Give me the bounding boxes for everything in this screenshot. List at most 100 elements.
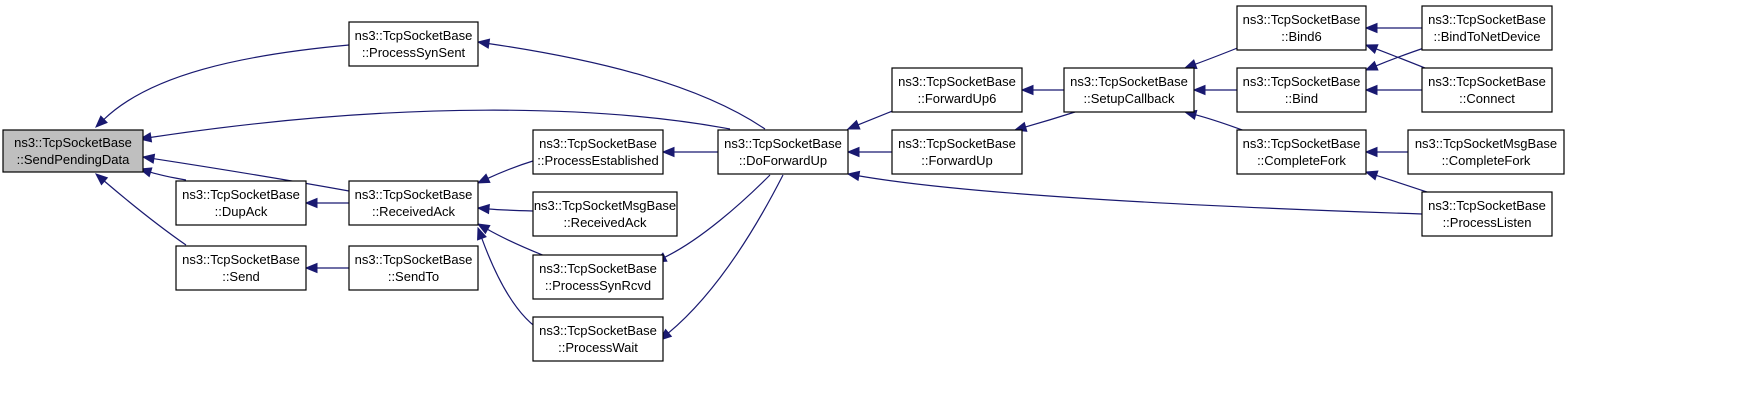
node-label-class: ns3::TcpSocketBase — [1070, 74, 1188, 89]
node-box — [1421, 191, 1553, 237]
edge-line — [103, 180, 187, 246]
edge-line — [1376, 174, 1431, 194]
arrow-head-icon — [846, 146, 860, 158]
node-bind[interactable]: ns3::TcpSocketBase::Bind — [1236, 67, 1367, 113]
edge-line — [150, 109, 731, 138]
arrow-head-icon — [846, 170, 861, 182]
edge-line — [1195, 114, 1246, 132]
node-completeFork[interactable]: ns3::TcpSocketBase::CompleteFork — [1236, 129, 1367, 175]
edge-line — [668, 174, 784, 334]
node-send[interactable]: ns3::TcpSocketBase::Send — [175, 245, 307, 291]
node-receivedAck[interactable]: ns3::TcpSocketBase::ReceivedAck — [348, 180, 479, 226]
edge-processListen-to-doForwardUp — [846, 170, 1423, 215]
node-box — [348, 180, 479, 226]
node-label-method: ::ProcessSynSent — [362, 45, 466, 60]
edge-msgCompleteFork-to-completeFork — [1364, 146, 1408, 158]
node-label-class: ns3::TcpSocketBase — [898, 74, 1016, 89]
node-sendPendingData[interactable]: ns3::TcpSocketBase::SendPendingData — [2, 129, 144, 173]
node-doForwardUp[interactable]: ns3::TcpSocketBase::DoForwardUp — [717, 129, 849, 175]
node-processEstablished[interactable]: ns3::TcpSocketBase::ProcessEstablished — [532, 129, 664, 175]
node-label-class: ns3::TcpSocketBase — [1243, 136, 1361, 151]
node-processWait[interactable]: ns3::TcpSocketBase::ProcessWait — [532, 316, 664, 362]
node-label-class: ns3::TcpSocketBase — [1428, 74, 1546, 89]
node-label-method: ::ProcessSynRcvd — [545, 278, 651, 293]
edge-send-to-sendPendingData — [94, 173, 187, 246]
node-box — [891, 129, 1023, 175]
arrow-head-icon — [476, 223, 491, 235]
edge-receivedAck-to-sendPendingData — [141, 153, 350, 192]
node-label-method: ::SendPendingData — [17, 152, 131, 167]
edge-line — [150, 171, 187, 181]
node-box — [1236, 129, 1367, 175]
node-label-method: ::ProcessWait — [558, 340, 638, 355]
node-setupCallback[interactable]: ns3::TcpSocketBase::SetupCallback — [1063, 67, 1195, 113]
node-processSynRcvd[interactable]: ns3::TcpSocketBase::ProcessSynRcvd — [532, 254, 664, 300]
edge-bindToNetDevice-to-bind6 — [1364, 22, 1422, 34]
node-box — [717, 129, 849, 175]
node-processSynSent[interactable]: ns3::TcpSocketBase::ProcessSynSent — [348, 21, 479, 67]
node-connect[interactable]: ns3::TcpSocketBase::Connect — [1421, 67, 1553, 113]
node-label-method: ::Send — [222, 269, 260, 284]
node-box — [532, 129, 664, 175]
node-label-class: ns3::TcpSocketBase — [182, 187, 300, 202]
node-box — [1236, 67, 1367, 113]
edge-processEstablished-to-receivedAck — [476, 159, 537, 184]
arrow-head-icon — [477, 226, 487, 241]
arrow-head-icon — [476, 203, 490, 215]
node-label-method: ::ReceivedAck — [563, 215, 647, 230]
node-label-class: ns3::TcpSocketBase — [898, 136, 1016, 151]
arrow-head-icon — [95, 115, 108, 128]
node-bindToNetDevice[interactable]: ns3::TcpSocketBase::BindToNetDevice — [1421, 5, 1553, 51]
node-label-method: ::ProcessListen — [1443, 215, 1532, 230]
node-box — [175, 180, 307, 226]
node-label-class: ns3::TcpSocketBase — [1243, 12, 1361, 27]
edge-line — [153, 158, 350, 192]
node-label-method: ::SendTo — [388, 269, 439, 284]
node-box — [348, 245, 479, 291]
arrow-head-icon — [141, 153, 156, 164]
node-label-method: ::CompleteFork — [1442, 153, 1531, 168]
edge-doForwardUp-to-processSynSent — [476, 38, 766, 130]
edge-layer — [94, 22, 1431, 341]
arrow-head-icon — [94, 173, 109, 186]
node-bind6[interactable]: ns3::TcpSocketBase::Bind6 — [1236, 5, 1367, 51]
node-box — [532, 191, 678, 237]
node-label-class: ns3::TcpSocketBase — [182, 252, 300, 267]
node-dupAck[interactable]: ns3::TcpSocketBase::DupAck — [175, 180, 307, 226]
node-box — [1421, 5, 1553, 51]
node-label-class: ns3::TcpSocketBase — [539, 261, 657, 276]
edge-line — [487, 228, 546, 257]
edge-line — [664, 174, 771, 258]
arrow-head-icon — [1364, 170, 1379, 181]
node-msgCompleteFork[interactable]: ns3::TcpSocketMsgBase::CompleteFork — [1407, 129, 1565, 175]
edge-forwardUp-to-doForwardUp — [846, 146, 892, 158]
node-label-method: ::ProcessEstablished — [537, 153, 658, 168]
node-box — [1236, 5, 1367, 51]
node-label-method: ::SetupCallback — [1083, 91, 1175, 106]
node-msgReceivedAck[interactable]: ns3::TcpSocketMsgBase::ReceivedAck — [532, 191, 678, 237]
node-forwardUp[interactable]: ns3::TcpSocketBase::ForwardUp — [891, 129, 1023, 175]
node-label-class: ns3::TcpSocketMsgBase — [534, 198, 676, 213]
arrow-head-icon — [1364, 84, 1378, 96]
node-label-class: ns3::TcpSocketBase — [355, 28, 473, 43]
node-forwardUp6[interactable]: ns3::TcpSocketBase::ForwardUp6 — [891, 67, 1023, 113]
node-box — [1063, 67, 1195, 113]
edge-bind6-to-setupCallback — [1183, 44, 1246, 69]
arrow-head-icon — [1364, 60, 1379, 71]
edge-processSynRcvd-to-receivedAck — [476, 223, 546, 257]
arrow-head-icon — [1192, 84, 1206, 96]
edge-line — [488, 208, 534, 212]
node-label-class: ns3::TcpSocketBase — [724, 136, 842, 151]
edge-line — [1376, 48, 1431, 71]
arrow-head-icon — [1364, 146, 1378, 158]
edge-connect-to-bind — [1364, 84, 1422, 96]
node-box — [2, 129, 144, 173]
arrow-head-icon — [1183, 59, 1198, 69]
arrow-head-icon — [304, 197, 318, 209]
node-label-class: ns3::TcpSocketMsgBase — [1415, 136, 1557, 151]
node-processListen[interactable]: ns3::TcpSocketBase::ProcessListen — [1421, 191, 1553, 237]
edge-setupCallback-to-forwardUp6 — [1020, 84, 1064, 96]
node-sendTo[interactable]: ns3::TcpSocketBase::SendTo — [348, 245, 479, 291]
edge-dupAck-to-sendPendingData — [138, 167, 187, 181]
